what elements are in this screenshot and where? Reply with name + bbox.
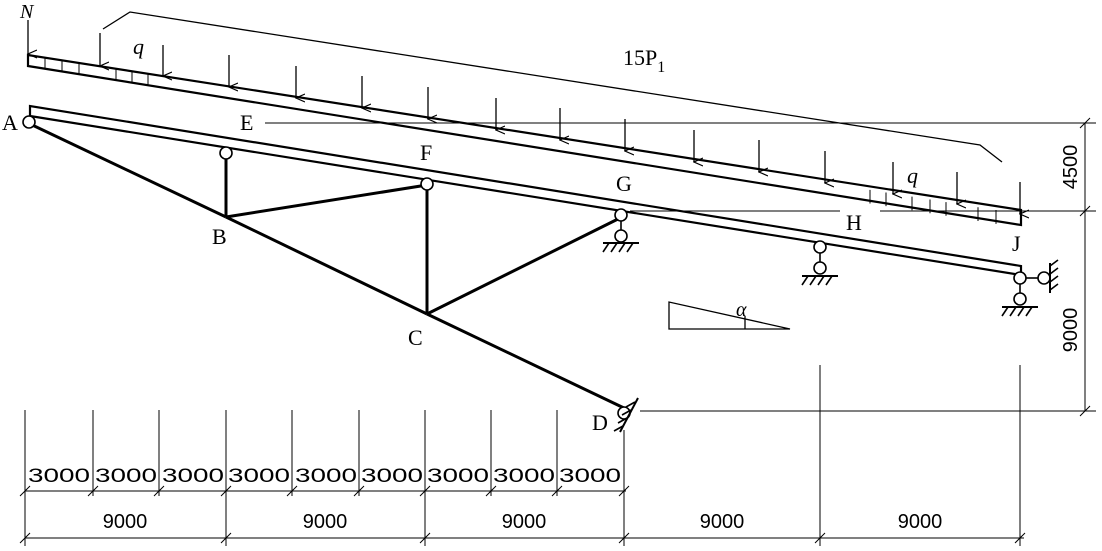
joint-label-C: C: [408, 325, 423, 350]
joint-label-E: E: [240, 110, 253, 135]
angle-label: α: [736, 299, 747, 321]
joint-label-J: J: [1012, 231, 1021, 256]
member-B-C: [225, 215, 428, 316]
dim-large-4: 9000: [700, 511, 745, 533]
member-A-B: [27, 121, 227, 219]
support-D: [613, 397, 639, 433]
joint-label-H: H: [846, 210, 862, 235]
dim-small-7: 3000: [427, 466, 489, 487]
dim-large-1: 9000: [103, 511, 148, 533]
hinges: [22, 115, 631, 420]
joint-label-F: F: [420, 140, 432, 165]
slope-indicator: [668, 301, 791, 330]
hinge-F: [420, 177, 434, 191]
dim-small-8: 3000: [493, 466, 555, 487]
load-label-q-left: q: [133, 34, 144, 59]
dim-large-2: 9000: [303, 511, 348, 533]
dim-small-5: 3000: [295, 466, 357, 487]
support-G: [602, 208, 639, 253]
member-C-D: [426, 312, 625, 410]
hinge-E: [219, 146, 233, 160]
dim-rise-upper: 4500: [1060, 145, 1082, 190]
dim-rise-lower: 9000: [1060, 308, 1082, 353]
dim-small-6: 3000: [361, 466, 423, 487]
support-J: [1001, 259, 1059, 317]
dim-small-2: 3000: [95, 466, 157, 487]
load-label-N: N: [19, 1, 35, 23]
truss-members: [27, 121, 625, 410]
support-H: [801, 240, 838, 286]
joint-label-D: D: [592, 410, 608, 435]
dim-small-9: 3000: [559, 466, 621, 487]
load-label-q-right: q: [907, 163, 918, 188]
dim-small-4: 3000: [228, 466, 290, 487]
resultant-bracket: [102, 11, 1003, 163]
dim-large-5: 9000: [898, 511, 943, 533]
member-C-G: [426, 216, 621, 316]
hinge-A: [22, 115, 36, 129]
load-strip: [26, 53, 1023, 227]
joint-label-B: B: [212, 224, 227, 249]
dimension-lines: [19, 117, 1096, 546]
text-labels: N q q 15P1 α A E F G H J B C D 3000 3000…: [2, 1, 1082, 533]
dim-small-1: 3000: [28, 466, 90, 487]
dim-small-3: 3000: [162, 466, 224, 487]
resultant-label: 15P1: [623, 45, 665, 76]
dim-large-3: 9000: [502, 511, 547, 533]
member-B-F: [225, 183, 428, 219]
joint-label-G: G: [616, 171, 632, 196]
joint-label-A: A: [2, 110, 18, 135]
load-arrows: [28, 20, 1020, 214]
